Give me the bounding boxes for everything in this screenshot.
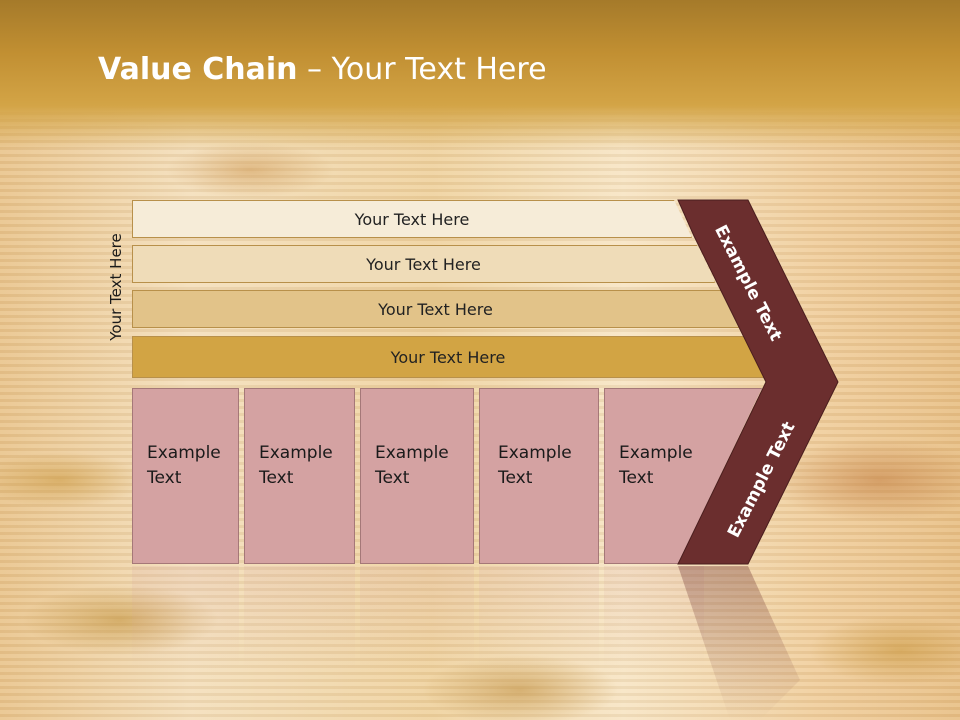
activity-box-1-label: Example Text xyxy=(147,443,221,488)
value-bar-1-label: Your Text Here xyxy=(354,209,470,229)
value-bar-3-label: Your Text Here xyxy=(378,299,493,319)
value-bar-3[interactable]: Your Text Here xyxy=(132,290,739,328)
value-bar-4-label: Your Text Here xyxy=(390,347,506,367)
activity-box-2[interactable]: Example Text xyxy=(244,388,355,564)
activity-box-4[interactable]: Example Text xyxy=(479,388,599,564)
header-band xyxy=(0,0,960,150)
title-bold: Value Chain xyxy=(98,52,298,87)
activity-box-4-label: Example Text xyxy=(498,443,572,488)
title-rest: – Your Text Here xyxy=(297,52,547,87)
activity-box-3[interactable]: Example Text xyxy=(360,388,474,564)
activity-box-3-label: Example Text xyxy=(375,443,449,488)
value-bar-2[interactable]: Your Text Here xyxy=(132,245,715,283)
value-bar-2-label: Your Text Here xyxy=(366,254,481,274)
chevron-reflection xyxy=(678,566,800,720)
chevron-shape xyxy=(677,199,839,565)
activity-box-5-label: Example Text xyxy=(619,443,693,488)
activity-box-1[interactable]: Example Text xyxy=(132,388,239,564)
value-bar-1[interactable]: Your Text Here xyxy=(132,200,692,238)
value-bar-4[interactable]: Your Text Here xyxy=(132,336,764,378)
page-title: Value Chain – Your Text Here xyxy=(98,52,547,96)
activity-box-2-label: Example Text xyxy=(259,443,333,488)
